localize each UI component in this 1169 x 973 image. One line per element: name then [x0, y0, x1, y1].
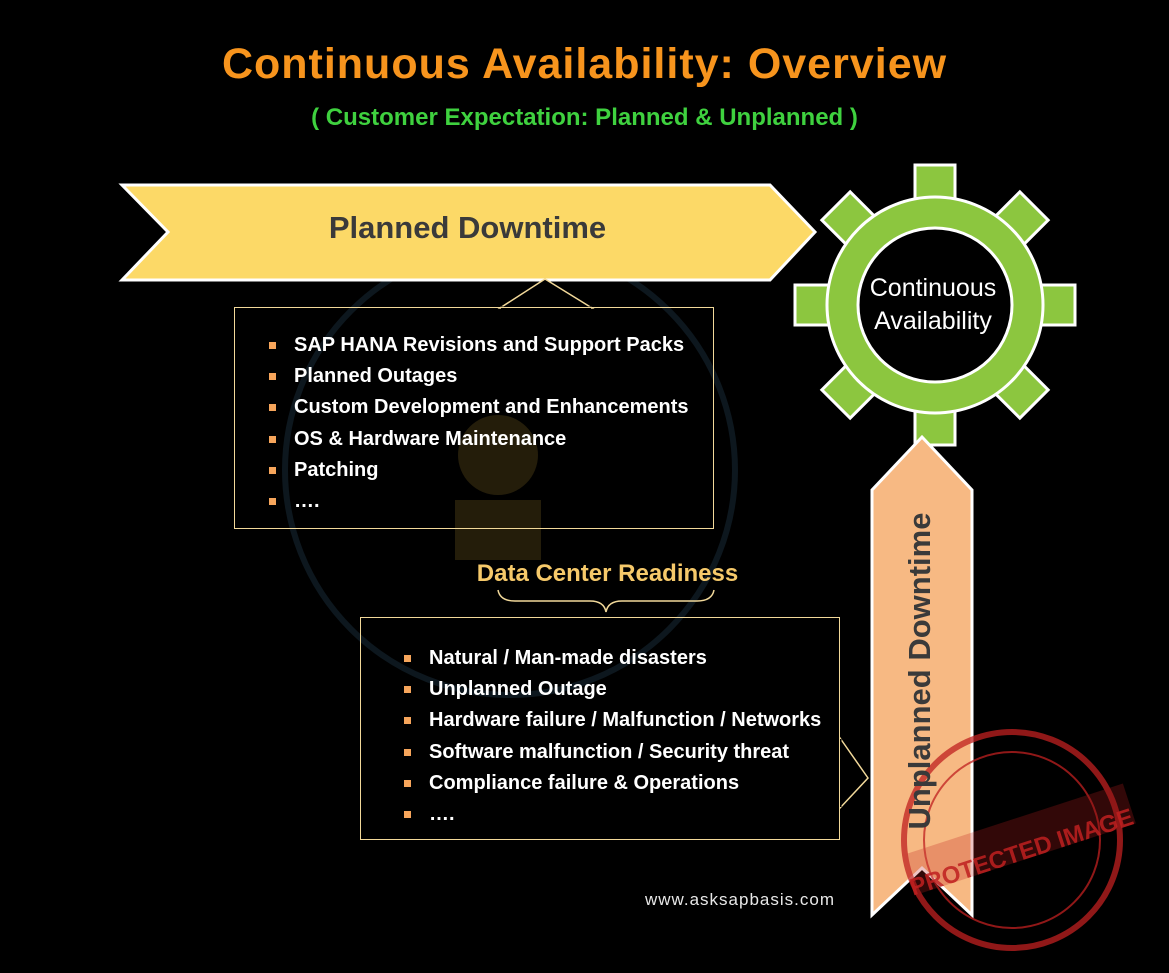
list-item: Patching — [269, 455, 713, 486]
unplanned-callout-tab — [839, 735, 869, 810]
bullet-icon — [404, 717, 411, 725]
list-item: Compliance failure & Operations — [404, 768, 839, 799]
website-footer: www.asksapbasis.com — [644, 890, 835, 909]
list-item: Planned Outages — [269, 361, 713, 392]
protected-stamp — [901, 729, 1136, 951]
planned-downtime-label: Planned Downtime — [328, 210, 607, 245]
list-item: Natural / Man-made disasters — [404, 643, 839, 674]
page-subtitle: ( Customer Expectation: Planned & Unplan… — [311, 104, 858, 131]
data-center-readiness-label: Data Center Readiness — [476, 560, 739, 587]
readiness-brace — [497, 589, 715, 613]
unplanned-items-box: Natural / Man-made disasters Unplanned O… — [360, 617, 840, 840]
bullet-icon — [269, 466, 276, 474]
bullet-icon — [404, 748, 411, 756]
bullet-icon — [404, 655, 411, 662]
bullet-icon — [269, 435, 276, 443]
gear-icon — [793, 163, 1077, 447]
list-item: OS & Hardware Maintenance — [269, 424, 713, 455]
list-item: …. — [404, 799, 839, 830]
list-item: Hardware failure / Malfunction / Network… — [404, 705, 839, 736]
list-item: Unplanned Outage — [404, 674, 839, 705]
list-item: SAP HANA Revisions and Support Packs — [269, 330, 713, 361]
bullet-icon — [269, 342, 276, 349]
planned-downtime-arrow — [118, 183, 818, 282]
continuous-availability-label: Continuous Availability — [869, 274, 997, 335]
bullet-icon — [404, 810, 411, 818]
planned-callout-tab — [497, 278, 595, 309]
unplanned-downtime-arrow — [870, 434, 974, 919]
page-title: Continuous Availability: Overview — [221, 40, 948, 88]
planned-items-box: SAP HANA Revisions and Support Packs Pla… — [234, 307, 714, 529]
bullet-icon — [269, 373, 276, 381]
bullet-icon — [404, 686, 411, 694]
bullet-icon — [269, 404, 276, 412]
list-item: Software malfunction / Security threat — [404, 737, 839, 768]
bullet-icon — [269, 497, 276, 505]
list-item: …. — [269, 486, 713, 517]
list-item: Custom Development and Enhancements — [269, 392, 713, 423]
bullet-icon — [404, 779, 411, 787]
